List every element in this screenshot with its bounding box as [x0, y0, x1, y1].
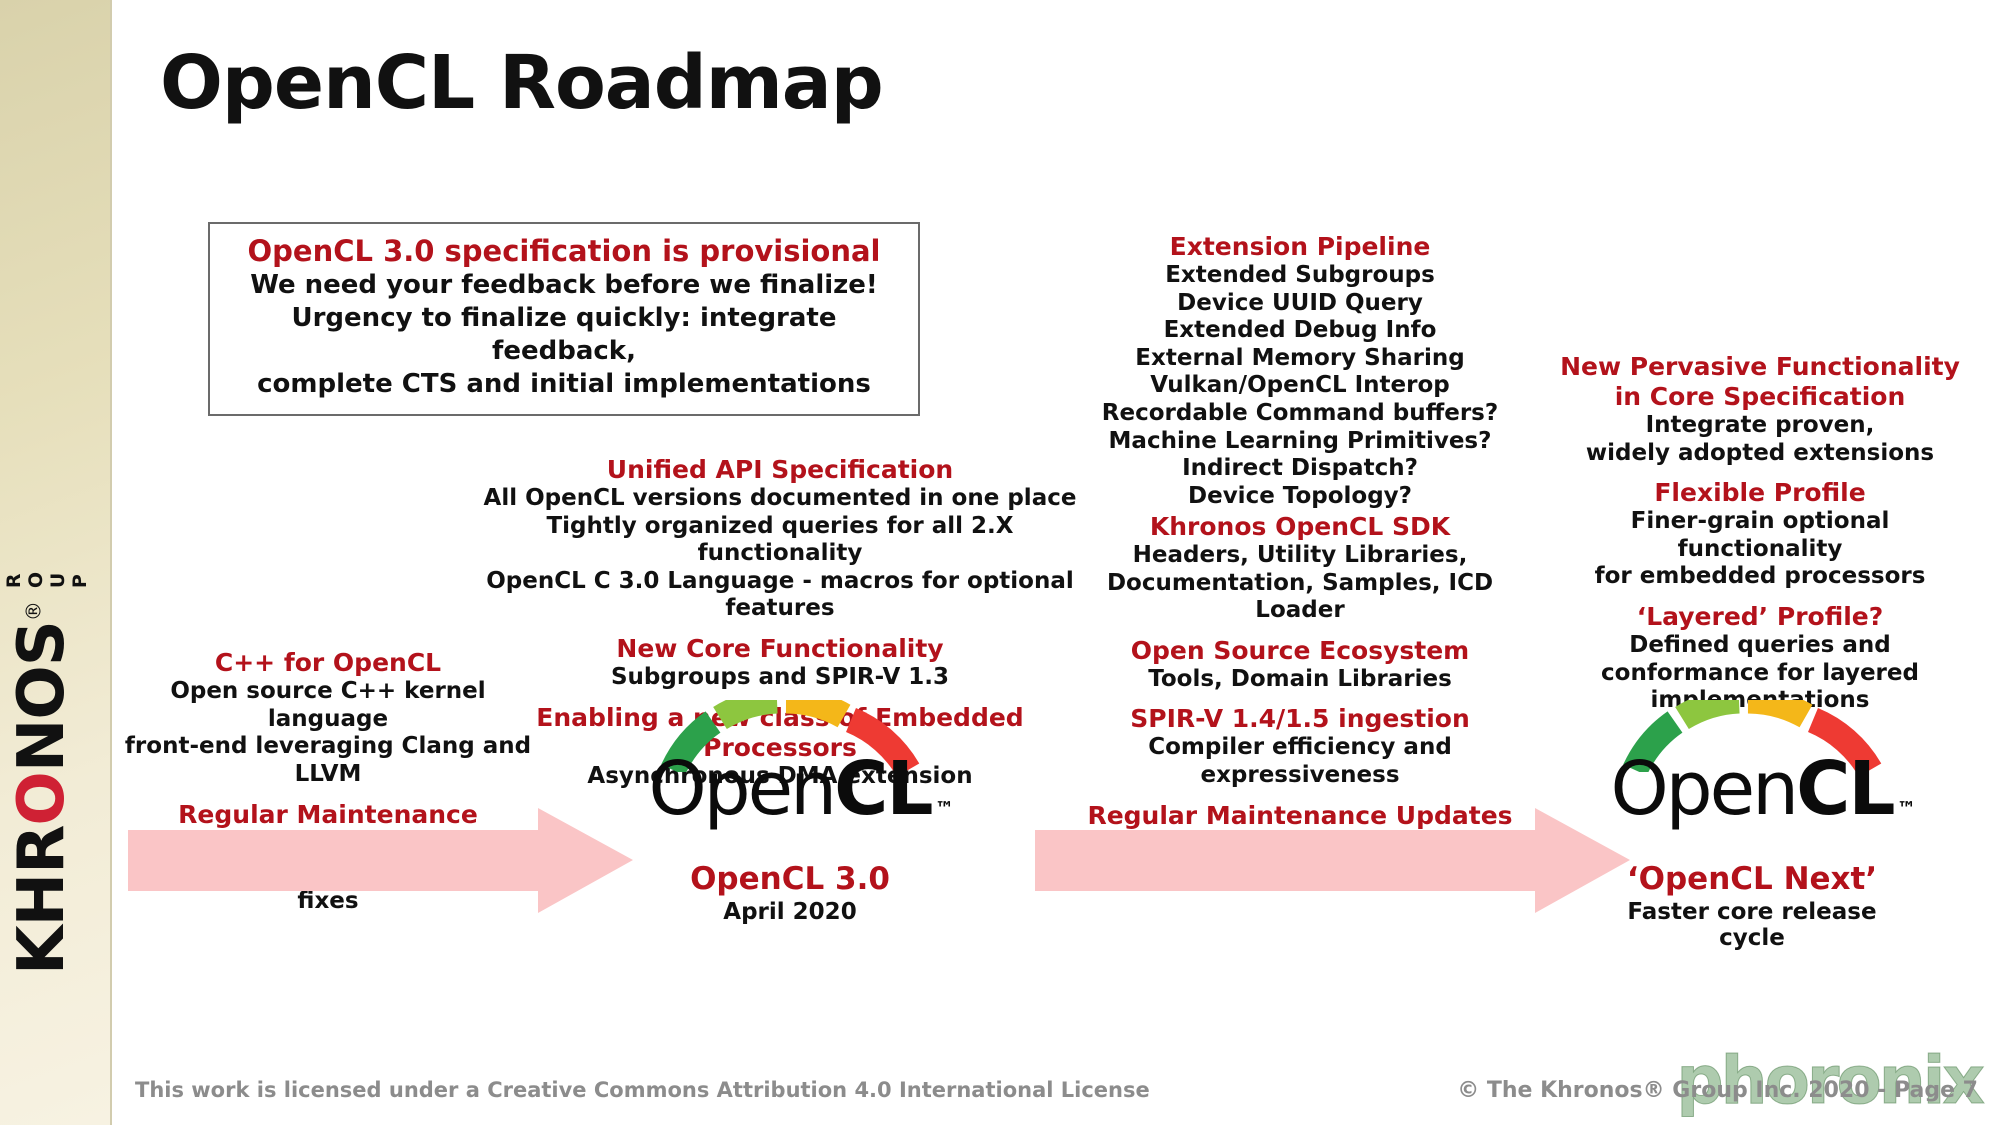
- opencl-wordmark: OpenCL ™: [630, 752, 954, 826]
- opencl-word-open: Open: [1610, 746, 1799, 832]
- column-opencl-next-features: New Pervasive Functionality in Core Spec…: [1560, 352, 1960, 715]
- group-line: Integrate proven,: [1645, 412, 1875, 438]
- group-line: All OpenCL versions documented in one pl…: [483, 485, 1077, 511]
- extension-item: Extended Subgroups: [1165, 262, 1435, 288]
- opencl-release-note: Faster core release cycle: [1627, 899, 1877, 951]
- group-line: Defined queries and: [1629, 631, 1891, 658]
- group-heading: Flexible Profile: [1654, 478, 1866, 508]
- group-heading: Regular Maintenance Updates: [1087, 800, 1513, 830]
- group-line: front-end leveraging Clang and LLVM: [124, 733, 532, 787]
- roadmap-arrow-1-icon: [128, 808, 633, 913]
- group-line: for embedded processors: [1594, 563, 1926, 590]
- khronos-red-o-icon: O: [5, 772, 79, 826]
- group-heading: New Core Functionality: [616, 633, 944, 663]
- trademark-icon: ™: [935, 798, 954, 820]
- trademark-icon: ™: [1897, 798, 1916, 820]
- group-line: Finer-grain optional functionality: [1630, 508, 1890, 562]
- callout-heading: OpenCL 3.0 specification is provisional: [247, 234, 881, 268]
- group-line: Compiler efficiency and expressiveness: [1148, 734, 1452, 788]
- group-heading-cont: in Core Specification: [1614, 382, 1906, 411]
- copyright-text: © The Khronos® Group Inc. 2020 - Page 7: [1457, 1078, 1978, 1103]
- extension-item: Recordable Command buffers?: [1101, 399, 1499, 426]
- opencl-release-date: April 2020: [723, 899, 857, 925]
- group-line: Headers, Utility Libraries,: [1132, 542, 1468, 568]
- opencl-version-label: OpenCL 3.0: [690, 861, 890, 897]
- group-line: Subgroups and SPIR-V 1.3: [610, 663, 950, 690]
- group-line: OpenCL C 3.0 Language - macros for optio…: [486, 567, 1074, 622]
- license-text: This work is licensed under a Creative C…: [135, 1078, 1150, 1102]
- group-heading: Unified API Specification: [606, 455, 954, 484]
- group-line: conformance for layered: [1601, 659, 1919, 686]
- group-heading: SPIR-V 1.4/1.5 ingestion: [1130, 704, 1470, 734]
- extension-item: Indirect Dispatch?: [1182, 455, 1418, 482]
- opencl-30-logo-block: OpenCL ™ OpenCL 3.0 April 2020: [630, 700, 954, 925]
- group-line: Open source C++ kernel language: [170, 678, 486, 732]
- group-heading: C++ for OpenCL: [214, 648, 442, 677]
- group-heading: ‘Layered’ Profile?: [1636, 601, 1884, 631]
- extension-pipeline-heading: Extension Pipeline: [1169, 232, 1431, 261]
- opencl-word-cl: CL: [834, 746, 933, 832]
- opencl-word-cl: CL: [1796, 746, 1895, 832]
- extension-item: Device Topology?: [1188, 482, 1412, 509]
- column-extension-pipeline: Extension Pipeline Extended Subgroups De…: [1080, 232, 1520, 510]
- group-heading: Enabling a new class of Embedded Process…: [536, 702, 1024, 762]
- khronos-group-label: G R O U P: [0, 562, 91, 589]
- group-heading: Open Source Ecosystem: [1130, 635, 1470, 665]
- group-line: Documentation, Samples, ICD Loader: [1106, 569, 1494, 624]
- khronos-side-band: KHRONOS® G R O U P: [0, 0, 112, 1125]
- extension-item: External Memory Sharing: [1135, 344, 1465, 371]
- callout-line-3: complete CTS and initial implementations: [257, 368, 871, 399]
- opencl-wordmark: OpenCL ™: [1592, 752, 1916, 826]
- group-line: Tools, Domain Libraries: [1148, 665, 1452, 692]
- opencl-arc-icon: [658, 700, 923, 772]
- opencl-next-logo-block: OpenCL ™ ‘OpenCL Next’ Faster core relea…: [1592, 700, 1916, 951]
- extension-item: Extended Debug Info: [1163, 317, 1437, 344]
- roadmap-arrow-2-icon: [1035, 808, 1630, 913]
- opencl-word-open: Open: [648, 746, 837, 832]
- khronos-wordmark: KHRONOS®: [5, 602, 79, 975]
- column-opencl-30-features: Unified API Specification All OpenCL ver…: [480, 455, 1080, 790]
- group-heading: New Pervasive Functionality: [1560, 352, 1960, 381]
- extension-item: Machine Learning Primitives?: [1108, 427, 1492, 454]
- callout-line-2: Urgency to finalize quickly: integrate f…: [291, 303, 837, 366]
- page-title: OpenCL Roadmap: [160, 40, 884, 126]
- opencl-logo-mark: OpenCL ™: [1592, 700, 1916, 855]
- group-line: Tightly organized queries for all 2.X fu…: [546, 512, 1014, 567]
- opencl-logo-mark: OpenCL ™: [630, 700, 954, 855]
- khronos-logo: KHRONOS® G R O U P: [0, 535, 97, 975]
- extension-item: Vulkan/OpenCL Interop: [1150, 372, 1450, 399]
- callout-line-1: We need your feedback before we finalize…: [250, 270, 878, 301]
- opencl-version-label: ‘OpenCL Next’: [1626, 861, 1878, 897]
- extension-item: Device UUID Query: [1177, 289, 1423, 316]
- group-heading: Khronos OpenCL SDK: [1149, 512, 1451, 541]
- opencl-arc-icon: [1620, 700, 1885, 772]
- group-line: widely adopted extensions: [1585, 439, 1935, 466]
- registered-mark: ®: [21, 602, 46, 622]
- provisional-callout-box: OpenCL 3.0 specification is provisional …: [208, 222, 920, 417]
